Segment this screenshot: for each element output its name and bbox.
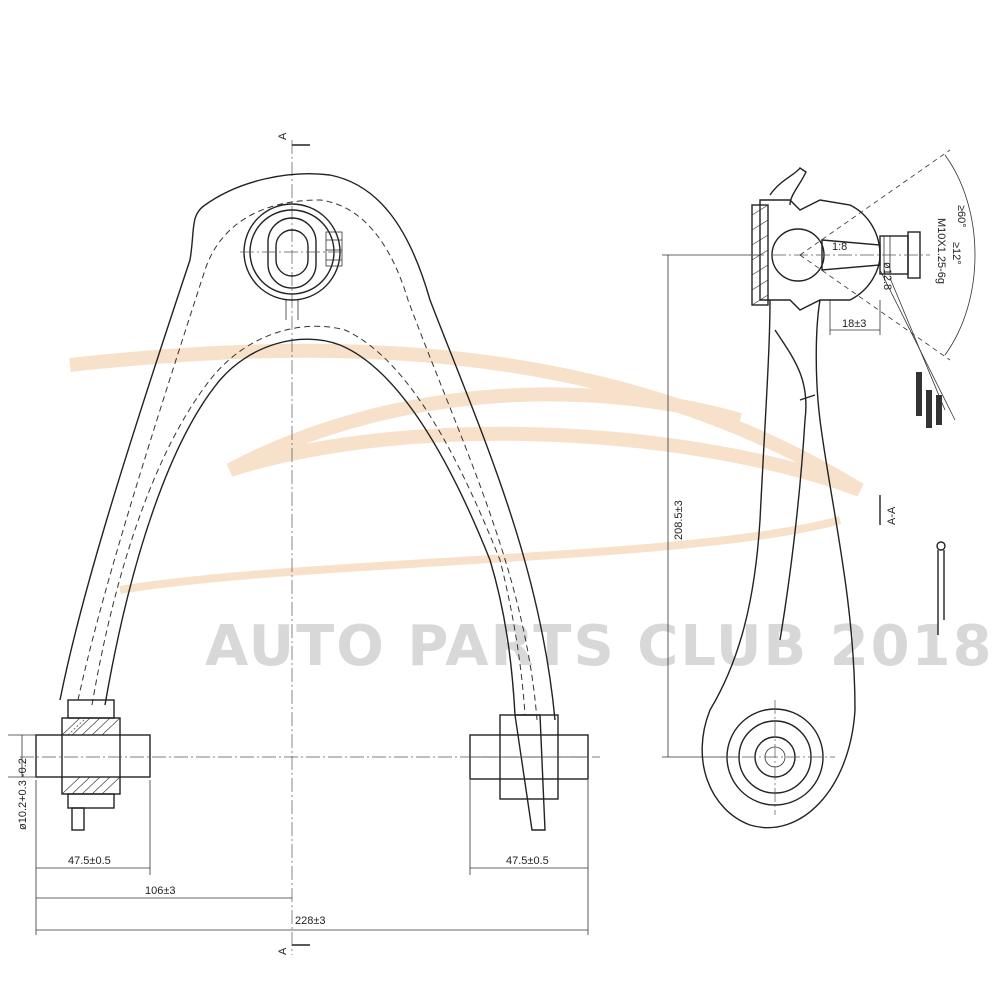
bore-dimension: ø10.2+0.3 -0.2 [8, 734, 36, 830]
bore-diameter-label: ø10.2+0.3 -0.2 [17, 758, 29, 830]
section-view-label: A-A [886, 506, 898, 525]
arm-inner-dash [91, 325, 526, 716]
front-view: A A [8, 132, 600, 955]
arm-length-label: 208.5±3 [673, 500, 685, 540]
angle-lines [799, 149, 976, 421]
right-bushing [469, 714, 589, 831]
stud-offset-label: 18±3 [842, 318, 866, 330]
left-bushing-length: 47.5±0.5 [68, 855, 111, 867]
ball-joint-front [240, 203, 345, 320]
arm-inner-outline [104, 338, 516, 716]
angle-outer-label: ≥60° [955, 205, 967, 228]
bushing-length-dims: 47.5±0.5 47.5±0.5 106±3 228±3 [35, 780, 589, 935]
arm-outer-outline [59, 173, 556, 721]
center-offset-label: 106±3 [145, 885, 176, 897]
side-bushing-eye [720, 700, 835, 815]
angle-inner-label: ≥12° [950, 242, 962, 265]
side-arm-body [701, 299, 856, 829]
side-arm-rib-2 [799, 394, 816, 401]
cotter-pin [936, 541, 946, 635]
left-bushing [35, 699, 151, 831]
right-bushing-length: 47.5±0.5 [506, 855, 549, 867]
stud-thread-label: M10X1.25-6g [935, 218, 947, 284]
stud-diameter-label: ø12.8 [881, 262, 893, 290]
taper-label: 1:8 [832, 241, 847, 253]
side-arm-rib [774, 329, 807, 641]
stud-offset-dim: 18±3 [829, 300, 881, 335]
watermark-logo [69, 343, 864, 594]
overall-width-label: 228±3 [295, 915, 326, 927]
section-mark-bottom: A [277, 947, 289, 955]
watermark-text: AUTO PARTS CLUB 2018 [205, 614, 994, 679]
side-ball-joint: 1:8 [750, 167, 930, 311]
side-view: 208.5±3 [662, 149, 976, 829]
arm-outer-dash [77, 199, 538, 721]
note-marks [916, 372, 942, 428]
section-mark-top: A [277, 132, 289, 140]
